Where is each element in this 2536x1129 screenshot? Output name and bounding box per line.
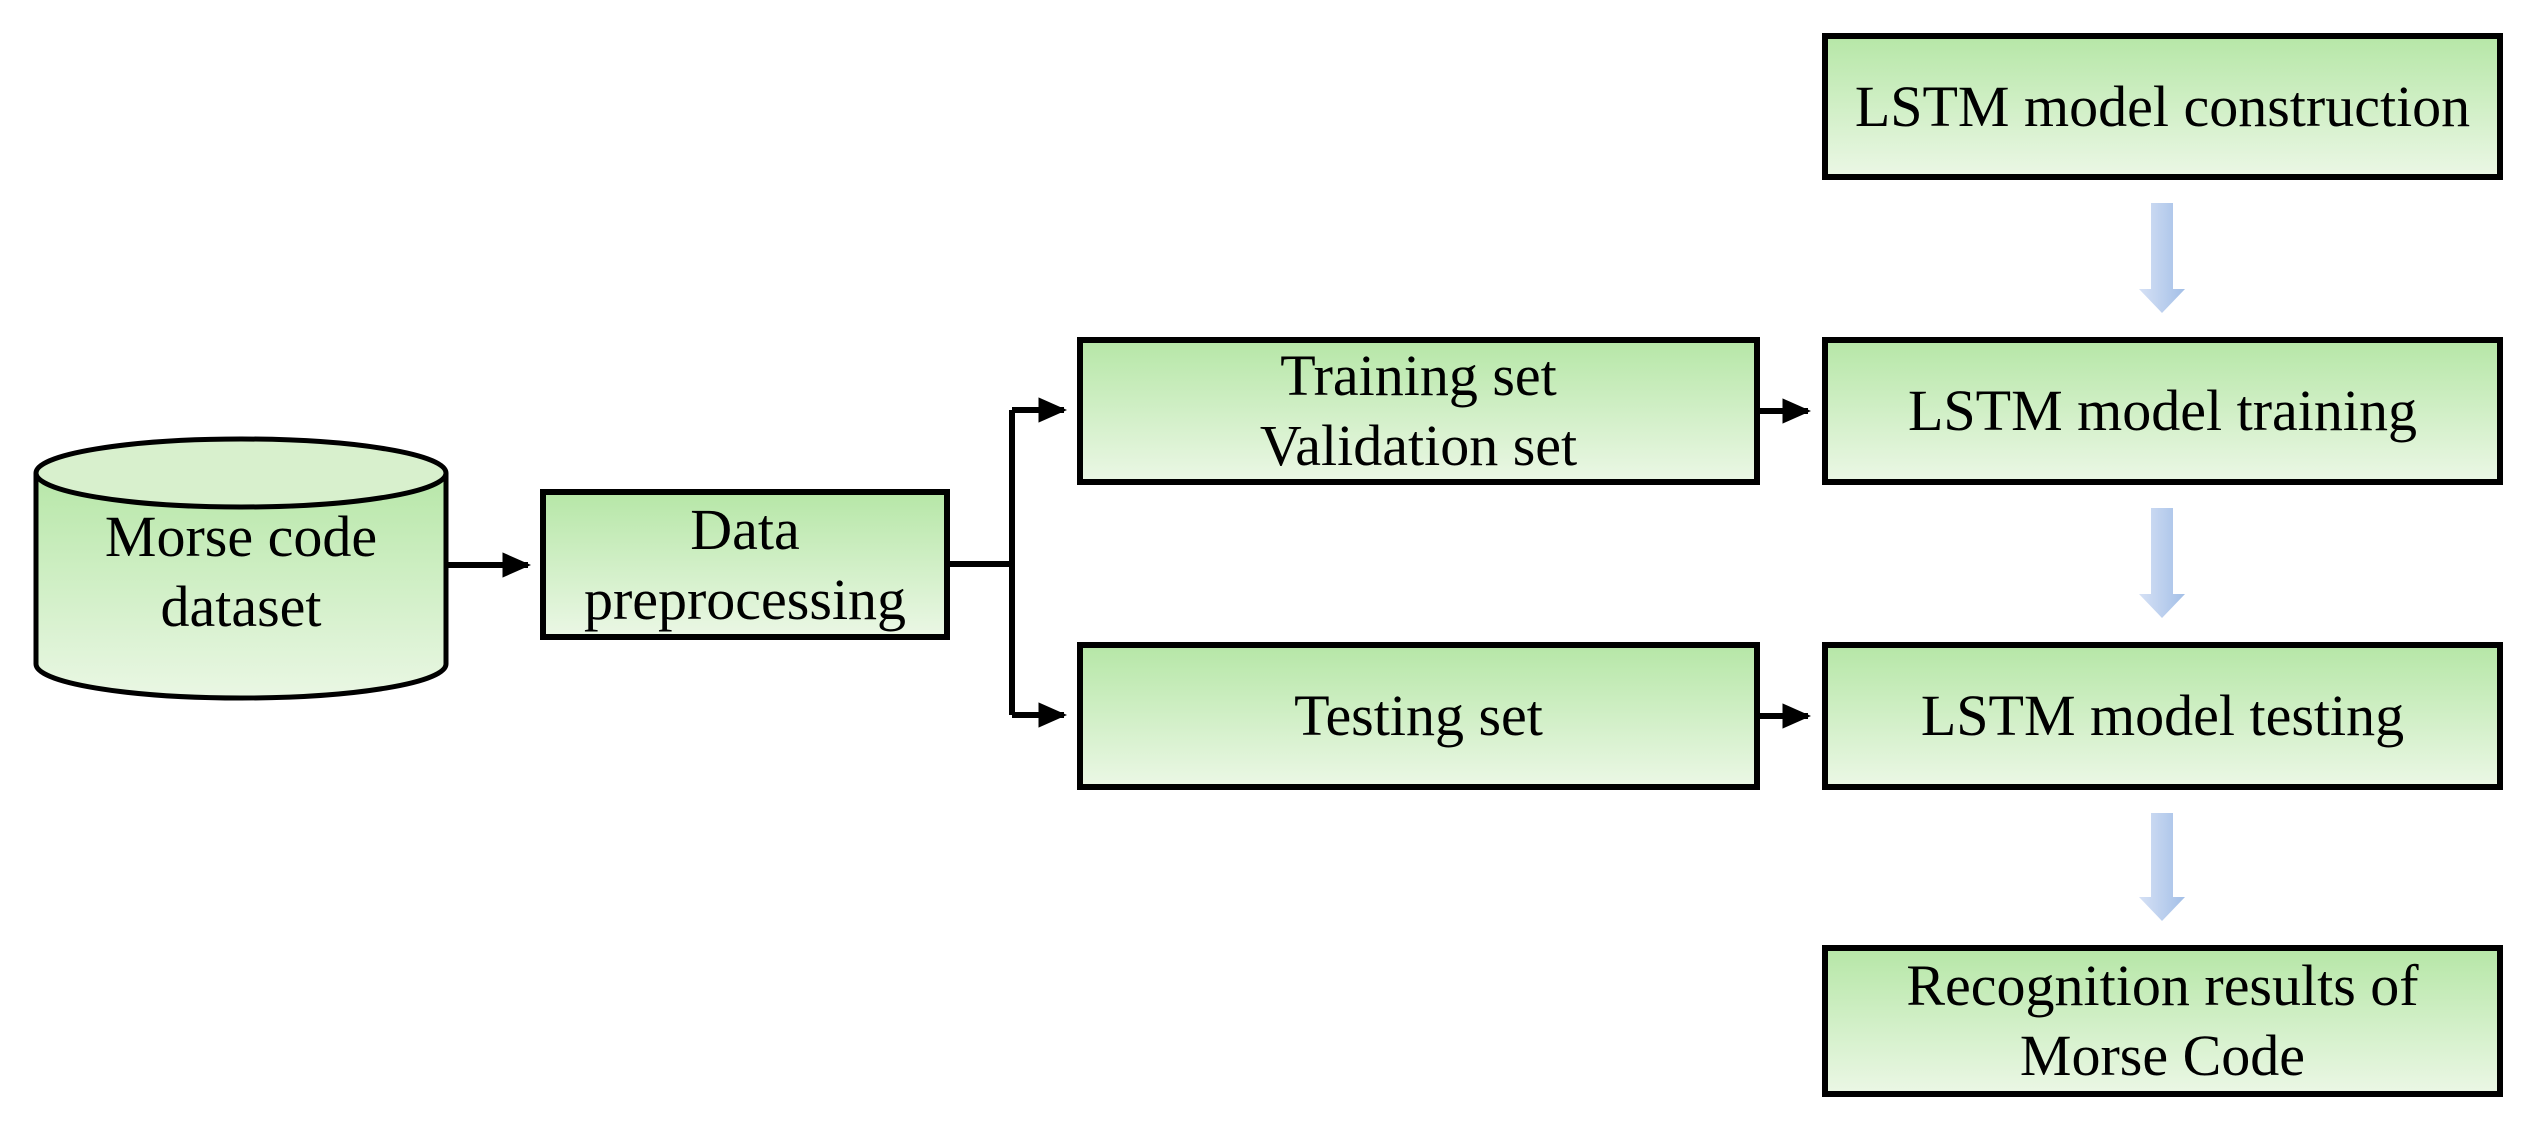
block-down-arrow-testing-results — [2139, 813, 2185, 921]
block-down-arrow-training-testing — [2139, 508, 2185, 618]
node-recognition-results: Recognition results of Morse Code — [1822, 945, 2503, 1097]
block-down-arrow-construction-training — [2139, 203, 2185, 313]
node-dataset-cylinder — [33, 436, 449, 701]
node-testing-set: Testing set — [1077, 642, 1760, 790]
node-lstm-model-construction: LSTM model construction — [1822, 33, 2503, 180]
node-lstm-model-training: LSTM model training — [1822, 337, 2503, 485]
cylinder-body-shape — [33, 473, 449, 701]
cylinder-top-shape — [33, 436, 449, 510]
node-lstm-model-testing: LSTM model testing — [1822, 642, 2503, 790]
node-training-validation-set: Training set Validation set — [1077, 337, 1760, 485]
node-data-preprocessing: Data preprocessing — [540, 489, 950, 640]
node-dataset-label: Morse code dataset — [104, 504, 378, 639]
